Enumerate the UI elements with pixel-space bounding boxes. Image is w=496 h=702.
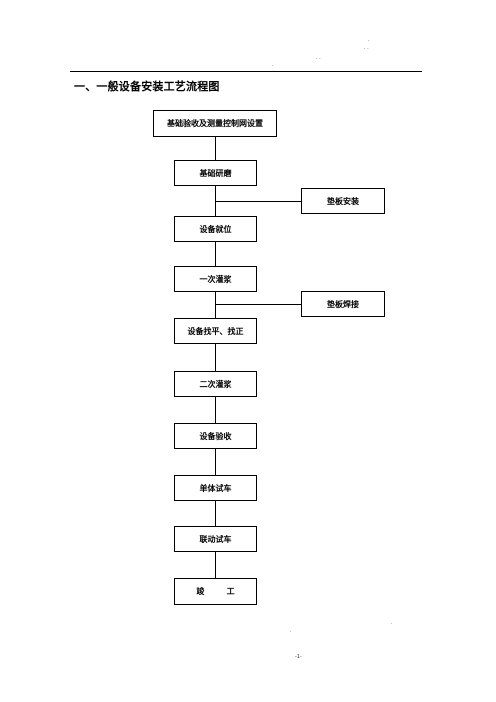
branch-line xyxy=(215,201,301,202)
page-number: -1- xyxy=(295,654,302,660)
connector-line xyxy=(215,501,216,526)
flow-box-step: 联动试车 xyxy=(174,526,257,552)
connector-line xyxy=(215,397,216,423)
flow-box-step: 二次灌浆 xyxy=(174,371,257,397)
connector-line xyxy=(215,292,216,318)
header-mark: · · xyxy=(316,56,321,62)
flow-box-step: 设备验收 xyxy=(174,423,257,449)
flow-box-side: 垫板焊接 xyxy=(301,291,385,317)
flow-box-step: 设备就位 xyxy=(174,216,257,242)
flow-box-start: 基础验收及测量控制网设置 xyxy=(153,110,277,137)
footer-mark: . xyxy=(290,628,292,634)
section-title: 一、一般设备安装工艺流程图 xyxy=(74,80,220,93)
branch-line xyxy=(215,304,301,305)
flow-box-step: 单体试车 xyxy=(174,475,257,501)
flow-box-step: 基础研磨 xyxy=(174,160,257,186)
header-mark: · · xyxy=(364,46,369,52)
connector-line xyxy=(215,552,216,578)
header-rule xyxy=(70,71,422,72)
connector-line xyxy=(215,242,216,266)
connector-line xyxy=(215,137,216,160)
flow-box-side: 垫板安装 xyxy=(301,188,385,214)
connector-line xyxy=(215,449,216,475)
footer-mark: . xyxy=(391,620,393,626)
flow-box-step: 一次灌浆 xyxy=(174,266,257,292)
connector-line xyxy=(215,344,216,371)
flow-box-step: 设备找平、找正 xyxy=(174,318,257,344)
header-mark: . xyxy=(272,62,274,68)
flow-box-end: 竣 工 xyxy=(174,578,257,605)
header-mark: . xyxy=(368,37,370,43)
